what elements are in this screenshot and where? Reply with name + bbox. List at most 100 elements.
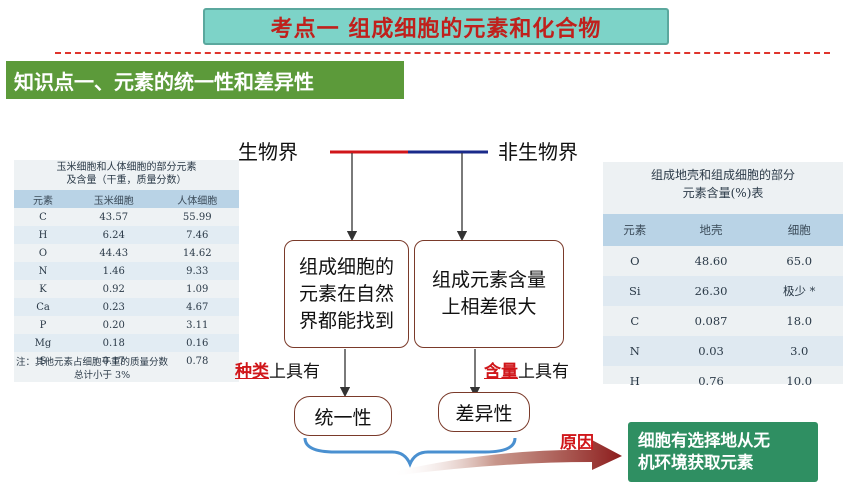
table-cell: 0.76 bbox=[698, 374, 724, 388]
table-row: S 0.17 0.78 bbox=[14, 352, 239, 370]
left-table-note-line1: 注：其他元素占细胞干重的质量分数 bbox=[16, 357, 169, 368]
biotic-world-label: 生物界 bbox=[238, 140, 298, 164]
table-cell: 44.43 bbox=[99, 247, 129, 259]
table-cell: 0.92 bbox=[102, 283, 125, 295]
table-cell: 48.60 bbox=[694, 254, 728, 268]
table-cell: 0.23 bbox=[72, 298, 156, 316]
table-row: P 0.20 3.11 bbox=[14, 316, 239, 334]
table-cell: N bbox=[603, 336, 667, 366]
table-cell: 0.17 bbox=[102, 355, 125, 367]
table-cell: 0.78 bbox=[186, 355, 209, 367]
table-cell: 0.16 bbox=[155, 334, 239, 352]
element-presence-box: 组成细胞的 元素在自然 界都能找到 bbox=[284, 240, 409, 348]
content-keyword: 含量 bbox=[484, 362, 518, 382]
table-cell: 0.20 bbox=[102, 319, 125, 331]
table-cell: 0.18 bbox=[72, 334, 156, 352]
conclusion-line1: 细胞有选择地从无 bbox=[638, 431, 770, 450]
table-cell: H bbox=[14, 226, 72, 244]
conclusion-line2: 机环境获取元素 bbox=[638, 453, 754, 472]
table-row: O 44.43 14.62 bbox=[14, 244, 239, 262]
table-cell: 1.09 bbox=[186, 283, 209, 295]
table-cell: N bbox=[14, 262, 72, 280]
left-table-caption-line2: 及含量（干重，质量分数） bbox=[66, 175, 187, 186]
right-table-caption-line2: 元素含量(%)表 bbox=[682, 186, 764, 200]
brace bbox=[303, 437, 517, 468]
table-cell: 14.62 bbox=[182, 247, 212, 259]
table-cell: C bbox=[39, 211, 47, 223]
diversity-box: 差异性 bbox=[438, 392, 530, 432]
content-difference-line: 上相差很大 bbox=[441, 296, 537, 318]
table-row: K 0.92 1.09 bbox=[14, 280, 239, 298]
element-presence-line: 界都能找到 bbox=[298, 309, 394, 332]
table-row: H 0.76 10.0 bbox=[603, 366, 843, 396]
right-table-header: 元素 bbox=[603, 214, 667, 246]
table-cell: Mg bbox=[14, 334, 72, 352]
left-table-caption-line1: 玉米细胞和人体细胞的部分元素 bbox=[56, 162, 197, 173]
element-presence-line: 元素在自然 bbox=[298, 282, 394, 305]
table-cell: O bbox=[630, 254, 640, 268]
cause-arrow bbox=[392, 440, 622, 476]
right-table-caption-line1: 组成地壳和组成细胞的部分 bbox=[650, 168, 795, 182]
table-cell: Si bbox=[603, 276, 667, 306]
left-table-note: 注：其他元素占细胞干重的质量分数 总计小于 3% bbox=[16, 356, 241, 382]
table-cell: 0.087 bbox=[694, 314, 728, 328]
section-heading: 知识点一、元素的统一性和差异性 bbox=[6, 61, 404, 99]
right-table-header: 地壳 bbox=[666, 214, 756, 246]
table-cell: 0.03 bbox=[666, 336, 756, 366]
title-divider bbox=[55, 52, 830, 54]
table-cell: 极少 * bbox=[755, 276, 843, 306]
table-cell: 6.24 bbox=[72, 226, 156, 244]
table-cell: Ca bbox=[14, 298, 72, 316]
content-difference-box: 组成元素含量 上相差很大 bbox=[414, 240, 564, 348]
type-keyword: 种类 bbox=[235, 362, 269, 382]
table-cell: S bbox=[39, 355, 47, 367]
type-has-label: 种类上具有 bbox=[235, 357, 320, 382]
left-table-note-line2: 总计小于 3% bbox=[74, 370, 131, 381]
table-row: C 0.087 18.0 bbox=[603, 306, 843, 336]
element-presence-line: 组成细胞的 bbox=[298, 255, 394, 278]
left-table-caption: 玉米细胞和人体细胞的部分元素 及含量（干重，质量分数） bbox=[14, 161, 239, 187]
unity-box: 统一性 bbox=[294, 396, 392, 436]
table-row: C 43.57 55.99 bbox=[14, 208, 239, 226]
table-cell: 3.11 bbox=[186, 319, 209, 331]
table-cell: P bbox=[39, 319, 47, 331]
reason-label: 原因 bbox=[560, 433, 594, 453]
table-cell: 26.30 bbox=[666, 276, 756, 306]
content-has-rest: 上具有 bbox=[518, 362, 569, 382]
table-cell: O bbox=[38, 247, 48, 259]
left-table-header: 元素 bbox=[14, 190, 72, 208]
table-cell: C bbox=[630, 314, 640, 328]
table-cell: 43.57 bbox=[99, 211, 129, 223]
abiotic-world-label: 非生物界 bbox=[498, 140, 578, 164]
table-cell: K bbox=[39, 283, 47, 295]
right-table-caption: 组成地壳和组成细胞的部分 元素含量(%)表 bbox=[603, 166, 843, 202]
table-cell: 18.0 bbox=[786, 314, 813, 328]
table-cell: H bbox=[629, 374, 640, 388]
page-title: 考点一 组成细胞的元素和化合物 bbox=[203, 8, 669, 45]
table-cell: 10.0 bbox=[786, 374, 813, 388]
conclusion-box: 细胞有选择地从无 机环境获取元素 bbox=[628, 422, 818, 482]
table-cell: 4.67 bbox=[155, 298, 239, 316]
table-cell: 65.0 bbox=[786, 254, 813, 268]
table-cell: 3.0 bbox=[755, 336, 843, 366]
table-cell: 7.46 bbox=[155, 226, 239, 244]
right-table-header: 细胞 bbox=[755, 214, 843, 246]
content-difference-line: 组成元素含量 bbox=[431, 269, 546, 291]
crust-cell-element-table: 组成地壳和组成细胞的部分 元素含量(%)表 元素 地壳 细胞 O 48.60 65.… bbox=[603, 162, 843, 388]
table-cell: 9.33 bbox=[155, 262, 239, 280]
corn-human-element-table: 玉米细胞和人体细胞的部分元素 及含量（干重，质量分数） 元素 玉米细胞 人体细胞… bbox=[14, 160, 239, 382]
left-table-header: 玉米细胞 bbox=[72, 190, 156, 208]
type-has-rest: 上具有 bbox=[269, 362, 320, 382]
table-cell: 55.99 bbox=[182, 211, 212, 223]
content-has-label: 含量上具有 bbox=[484, 357, 569, 382]
table-row: O 48.60 65.0 bbox=[603, 246, 843, 276]
